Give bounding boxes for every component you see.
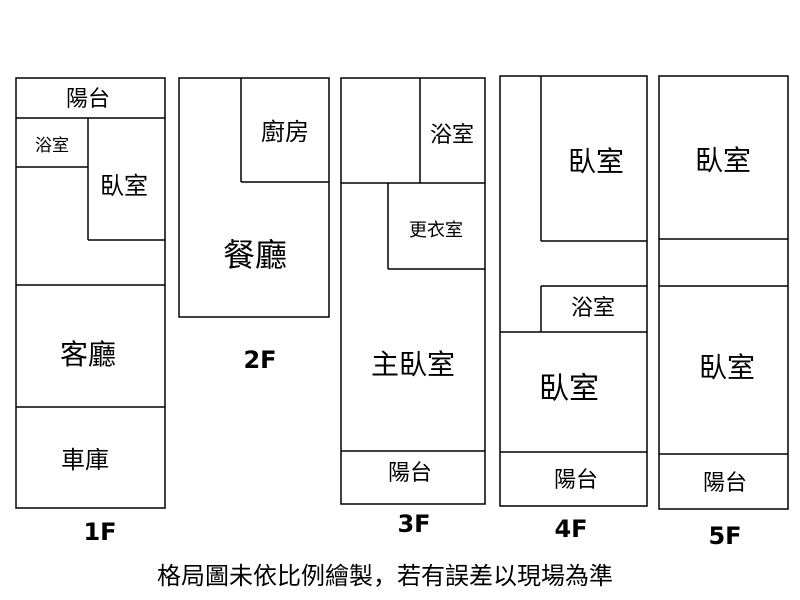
room-garage: 車庫: [61, 446, 109, 474]
floor-4f: 臥室 浴室 臥室 陽台 4F: [499, 75, 648, 543]
room-balcony: 陽台: [703, 471, 747, 496]
floor-5f-label: 5F: [708, 522, 741, 550]
room-bathroom: 浴室: [35, 136, 69, 156]
room-bedroom: 臥室: [568, 145, 624, 178]
room-bedroom: 臥室: [699, 351, 755, 384]
room-dining: 餐廳: [223, 236, 287, 274]
room-bathroom: 浴室: [571, 296, 615, 321]
floor-3f-outline: [340, 77, 486, 505]
floor-2f-label: 2F: [243, 346, 276, 374]
room-bedroom: 臥室: [539, 372, 599, 407]
floor-5f-outline: [658, 75, 789, 510]
room-balcony: 陽台: [388, 461, 432, 486]
floor-2f: 廚房 餐廳 2F: [178, 77, 330, 374]
room-master-bedroom: 主臥室: [371, 348, 455, 381]
room-balcony: 陽台: [554, 468, 598, 493]
room-bedroom: 臥室: [695, 144, 751, 177]
room-closet: 更衣室: [409, 220, 463, 241]
floor-5f: 臥室 臥室 陽台 5F: [658, 75, 789, 550]
floor-3f-label: 3F: [397, 510, 430, 538]
disclaimer-note: 格局圖未依比例繪製，若有誤差以現場為準: [157, 562, 613, 590]
room-kitchen: 廚房: [261, 118, 309, 146]
room-bathroom: 浴室: [430, 123, 474, 148]
floor-1f-label: 1F: [83, 518, 116, 546]
room-balcony: 陽台: [66, 87, 110, 112]
floor-2f-outline: [178, 77, 330, 318]
room-bedroom: 臥室: [100, 172, 148, 200]
floor-4f-label: 4F: [554, 515, 587, 543]
floor-1f-outline: [15, 77, 166, 509]
floor-4f-outline: [499, 75, 648, 507]
floor-1f: 陽台 浴室 臥室 客廳 車庫 1F: [15, 77, 166, 546]
floor-3f: 浴室 更衣室 主臥室 陽台 3F: [340, 77, 486, 538]
room-living: 客廳: [60, 338, 116, 371]
